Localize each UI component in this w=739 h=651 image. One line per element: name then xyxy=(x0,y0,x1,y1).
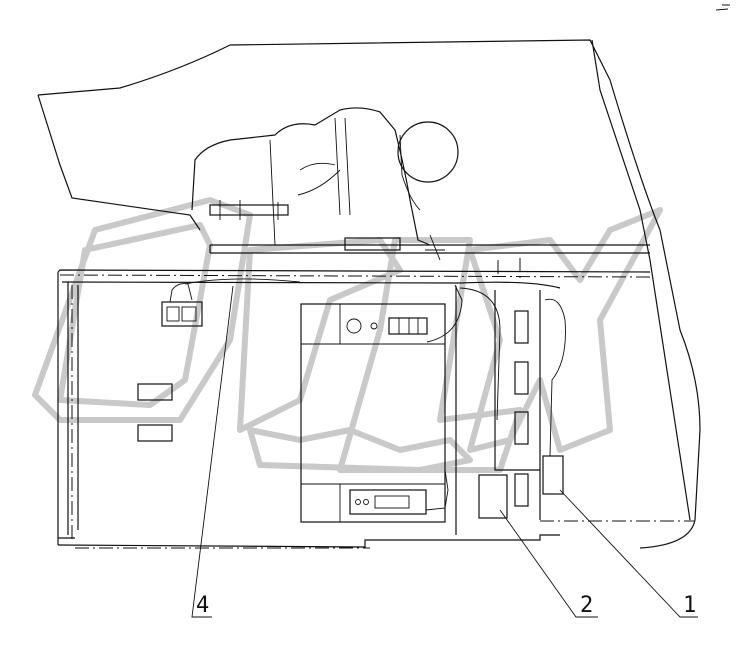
control-wire xyxy=(425,284,463,511)
column-outline xyxy=(455,286,541,535)
upper-frame-rail xyxy=(209,244,650,254)
frame-cross xyxy=(425,234,445,261)
control-unit-top-band xyxy=(301,304,445,522)
component-2 xyxy=(478,474,508,519)
callout-4: 4 xyxy=(196,593,209,618)
display-panel xyxy=(349,489,427,515)
component-1 xyxy=(542,455,564,495)
panel-right-edge xyxy=(591,39,691,521)
key-switch xyxy=(346,318,362,334)
display-led-1 xyxy=(355,499,361,505)
display-led-2 xyxy=(363,499,369,505)
fuse-1 xyxy=(514,310,529,344)
cabinet-top-inner xyxy=(61,281,561,289)
round-tank xyxy=(397,121,459,183)
fuse-3 xyxy=(514,411,529,445)
cab-outline xyxy=(37,39,701,549)
mount-bolts xyxy=(219,200,279,220)
cabinet-left-wall xyxy=(57,272,79,545)
switch-dividers xyxy=(398,318,419,334)
fuse-4 xyxy=(514,473,529,507)
callout-1: 1 xyxy=(683,593,696,618)
cabinet-top xyxy=(57,269,651,273)
vent-upper xyxy=(137,383,173,401)
engine-bracket xyxy=(297,162,341,196)
frame-block xyxy=(344,237,401,251)
engine-inner-line xyxy=(269,117,351,246)
vent-lower xyxy=(137,424,173,442)
relay-wire xyxy=(169,278,301,303)
mount-plate-left xyxy=(209,204,289,216)
harness-right xyxy=(459,287,566,457)
frame-centerline xyxy=(59,274,651,278)
right-centerline xyxy=(497,258,521,278)
leader-1 xyxy=(559,489,698,618)
relay-right xyxy=(181,306,197,322)
relay-box xyxy=(161,301,203,327)
fuse-2 xyxy=(514,361,529,395)
column-side xyxy=(494,420,540,471)
relay-left xyxy=(166,306,180,322)
opex-watermark xyxy=(32,197,663,473)
control-unit xyxy=(300,303,446,523)
callout-2: 2 xyxy=(580,593,593,618)
indicator-lamp xyxy=(370,322,378,330)
floor-centerline xyxy=(75,520,695,549)
cab-lower-edge xyxy=(37,94,201,231)
switch-panel xyxy=(388,317,428,335)
leader-4 xyxy=(191,285,234,618)
cabinet-bottom xyxy=(57,534,560,548)
tank-clamp xyxy=(399,134,421,211)
display-window xyxy=(374,495,410,509)
engine-block-outline xyxy=(191,107,431,246)
leader-2 xyxy=(499,509,598,618)
corner-mark xyxy=(715,4,730,11)
